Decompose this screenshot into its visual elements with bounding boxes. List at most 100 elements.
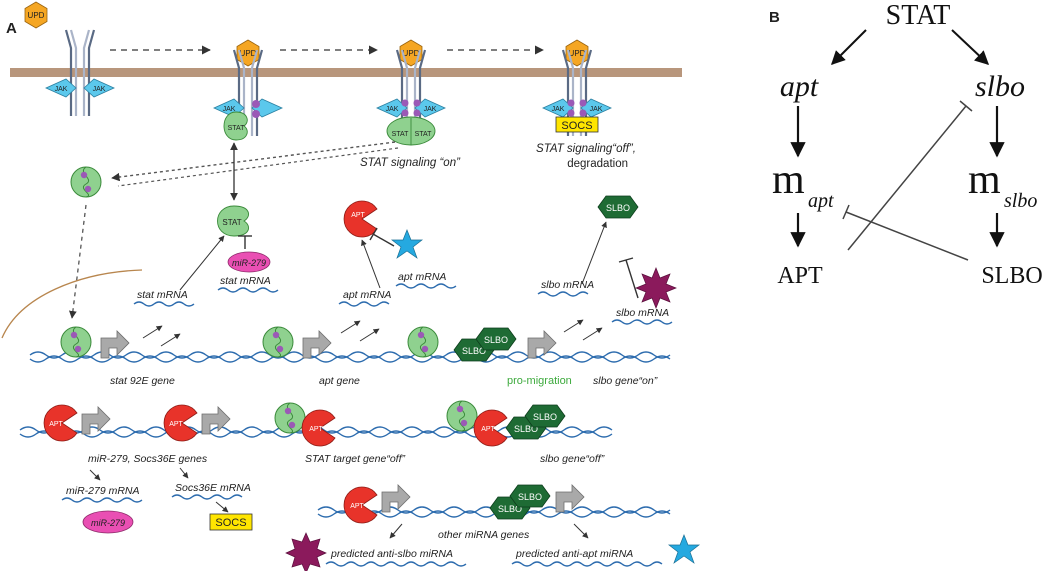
slbo-gene-off-label: slbo gene“off” [540,453,605,465]
svg-text:UPD: UPD [403,49,420,58]
svg-text:SLBO: SLBO [498,504,522,514]
apt-on-other-mirna: APT [343,486,378,524]
svg-text:APT: APT [481,426,495,433]
svg-text:STAT: STAT [392,131,410,138]
mir279-inhibitor: miR-279 [227,251,271,273]
edge-SLBO-inhibits-mapt [842,204,969,261]
cell-membrane [10,68,682,77]
edge-stat-apt [831,29,867,65]
apt-mrna-label-2: apt mRNA [398,271,446,283]
node-stat: STAT [886,0,951,31]
slbo-protein-cytoplasm: SLBO [597,195,639,219]
panel-b-letter: B [769,9,780,26]
edge-APT-inhibits-slbo [847,100,973,251]
mir279-mrna-label: miR-279 mRNA [66,485,140,497]
nuclear-import-arrow [68,204,87,319]
apt-on-stat-target: APT [301,409,336,447]
other-mirna-genes-label: other miRNA genes [438,529,530,541]
svg-text:JAK: JAK [93,86,106,93]
svg-text:APT: APT [309,426,323,433]
anti-slbo-mirna-burst [635,267,677,309]
promoter-socs36e [201,406,231,435]
pred-anti-slbo-label: predicted anti-slbo miRNA [330,548,453,560]
stat92e-gene-label: stat 92E gene [110,375,175,387]
svg-text:APT: APT [351,212,365,219]
svg-text:UPD: UPD [28,11,45,20]
svg-text:APT: APT [169,421,183,428]
cytoplasmic-stat-dimer [70,166,102,198]
apt-on-socs36e-gene: APT [163,404,198,442]
svg-text:UPD: UPD [569,49,586,58]
stat-dimer-slbo-gene [407,326,439,358]
node-apt-gene: apt [780,70,819,103]
stat-translation-arrow [179,235,225,291]
node-m-slbo: m slbo [968,157,1037,212]
svg-text:SLBO: SLBO [462,346,486,356]
pred-anti-apt-label: predicted anti-apt miRNA [515,548,633,560]
receptor-1: JAK JAK [44,28,116,118]
slbo-translation-arrow [581,221,607,285]
anti-apt-mirna-star [390,229,424,259]
stat-dimer-target-off [274,402,306,434]
socs-product: SOCS [209,513,253,531]
stat-dimer-apt-gene [262,326,294,358]
node-m-apt: m apt [772,157,834,212]
apt-slbo-on-slbo-off: APT SLBO SLBO [473,404,566,447]
svg-text:STAT: STAT [415,131,433,138]
apt-mrna-label: apt mRNA [343,289,391,301]
svg-text:JAK: JAK [590,106,603,113]
slbo-gene-on-label: slbo gene“on” [593,375,658,387]
svg-text:JAK: JAK [424,106,437,113]
svg-text:SLBO: SLBO [484,335,508,345]
svg-text:SOCS: SOCS [561,120,592,132]
svg-text:SLBO: SLBO [518,492,542,502]
node-APT-protein: APT [777,263,823,289]
nuclear-envelope [1,269,143,339]
dna-row1 [29,351,671,363]
svg-text:m: m [968,157,1001,203]
svg-text:APT: APT [350,503,364,510]
node-SLBO-protein: SLBO [981,263,1042,289]
mir279-product: miR-279 [82,510,134,534]
svg-text:SLBO: SLBO [533,412,557,422]
svg-text:SLBO: SLBO [514,424,538,434]
socs-box-membrane [555,116,599,133]
svg-text:miR-279: miR-279 [232,258,266,268]
stat-mrna-label: stat mRNA [137,289,188,301]
apt-on-mir279-gene: APT [43,404,78,442]
svg-text:APT: APT [49,421,63,428]
svg-text:apt: apt [808,190,834,212]
stat-mrna-label-2: stat mRNA [220,275,271,287]
transcription-arrows-row1 [142,319,603,347]
svg-text:SOCS: SOCS [215,517,246,529]
stat-target-off-label: STAT target gene“off” [305,453,405,465]
anti-slbo-mirna-burst-2 [285,532,327,571]
stat-dimer-stat-gene [60,326,92,358]
svg-text:STAT: STAT [228,125,246,132]
promoter-slbo-gene [527,330,557,359]
dimer-release-arrow [111,141,396,182]
node-slbo-gene: slbo [975,70,1025,103]
svg-text:JAK: JAK [223,106,236,113]
upd-ligand-free: UPD [24,1,48,29]
pro-migration-label: pro-migration [507,375,572,387]
signaling-on-caption: STAT signaling “on” [360,157,461,169]
svg-text:SLBO: SLBO [606,203,630,213]
slbo-dimer-slbo-gene: SLBO SLBO [453,327,517,362]
degradation-caption: degradation [567,158,628,170]
svg-text:JAK: JAK [55,86,68,93]
apt-gene-label: apt gene [319,375,360,387]
apt-protein-cytoplasm: APT [343,200,378,238]
svg-text:UPD: UPD [240,49,257,58]
promoter-mir279 [81,406,111,435]
edge-stat-slbo [951,29,990,65]
signaling-off-caption: STAT signaling“off”, [536,143,636,155]
slbo-on-other-mirna: SLBO SLBO [489,484,551,520]
receptor-4: UPD JAK JAK SOCS [541,39,613,138]
receptor-3: UPD JAK JAK STAT STAT [375,39,447,146]
promoter-apt-gene [302,330,332,359]
stat-dimer-slbo-off [446,400,478,432]
socs36e-mrna-label: Socs36E mRNA [175,482,251,494]
receptor-2: UPD JAK STAT [212,39,284,141]
